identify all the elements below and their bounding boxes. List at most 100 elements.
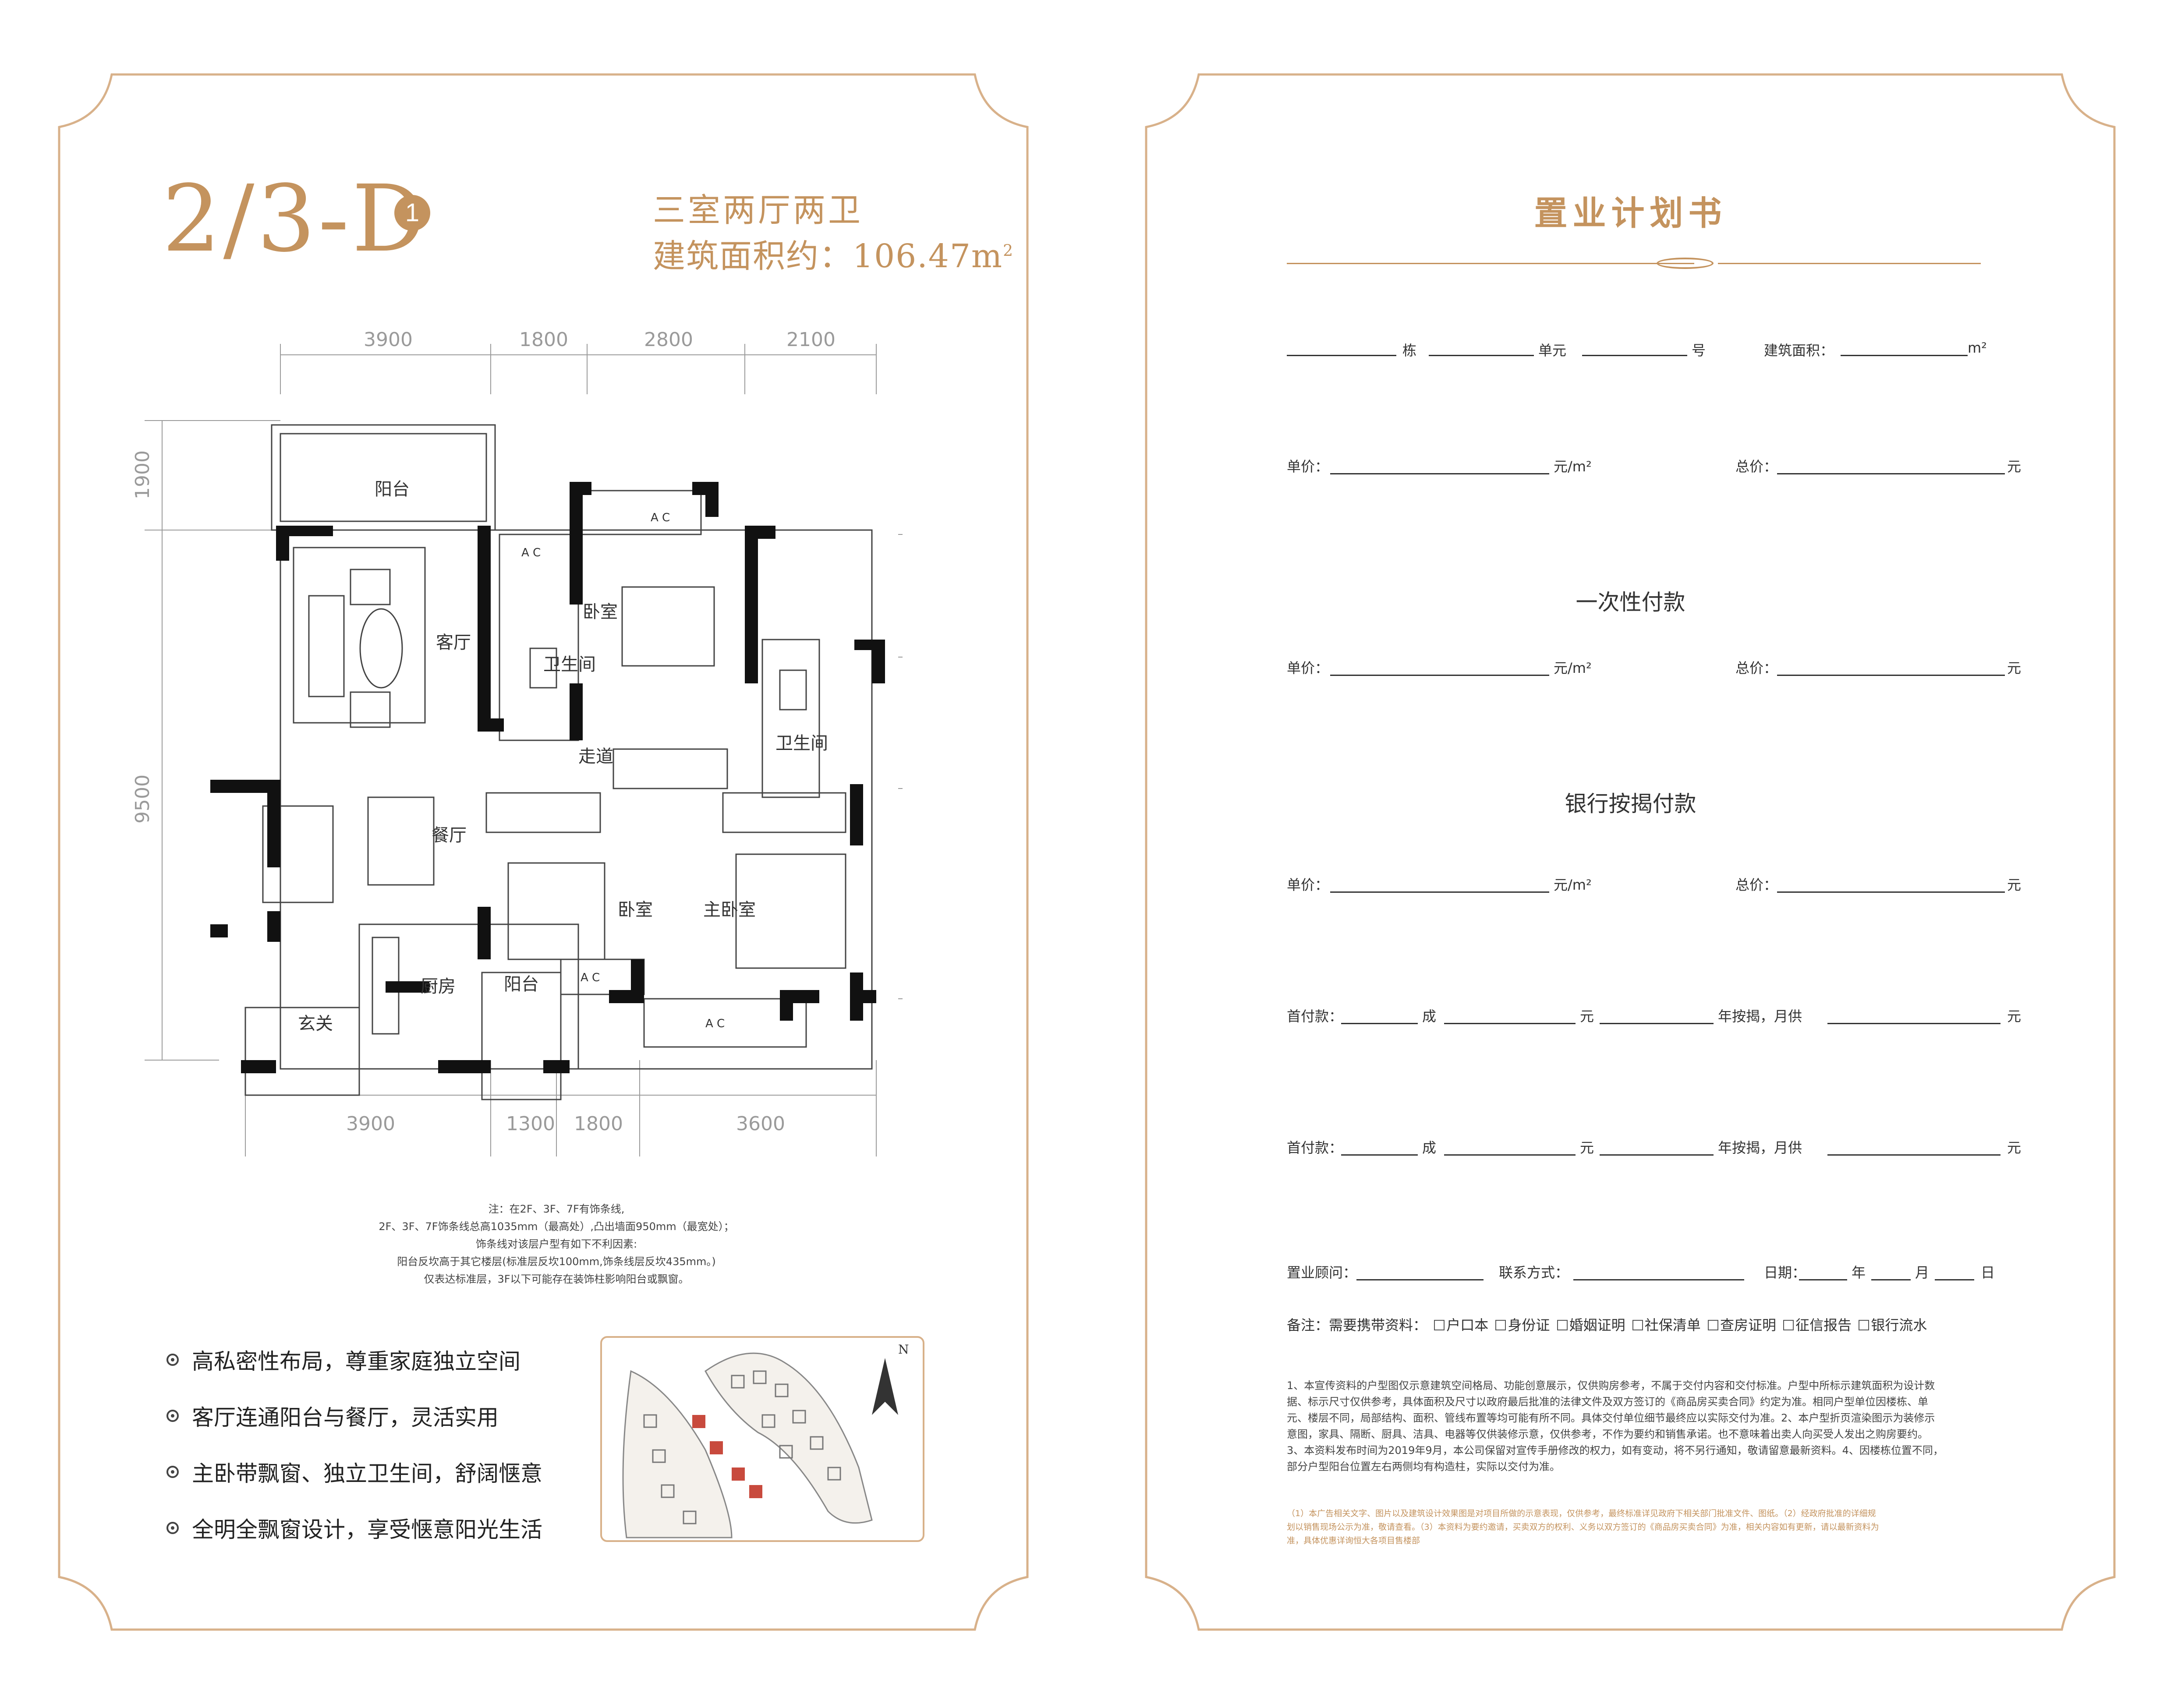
dim-top-1: 3900 [364, 329, 413, 351]
checkbox-marriage[interactable] [1557, 1320, 1568, 1330]
room-bedroom-b: 卧室 [618, 900, 653, 920]
monthly-field[interactable] [1827, 1154, 2001, 1156]
dim-bottom-2: 1300 [506, 1113, 555, 1135]
down-amount-field[interactable] [1444, 1154, 1576, 1156]
room-bedroom-a: 卧室 [583, 602, 618, 622]
dim-top-4: 2100 [786, 329, 836, 351]
contact-field[interactable] [1573, 1279, 1744, 1280]
ornament-icon [1657, 258, 1714, 269]
title-divider [1718, 263, 1981, 264]
fineprint: （1）本广告相关文字、图片以及建筑设计效果图是对项目所做的示意表现，仅供参考，最… [1287, 1509, 1879, 1545]
checkbox-credit-report[interactable] [1783, 1320, 1794, 1330]
plan-outlines [244, 424, 873, 1100]
title-divider [1287, 263, 1694, 264]
total-unit: 元 [2007, 458, 2022, 475]
price-unit: 元/m² [1554, 660, 1592, 676]
plan-title: 置业计划书 [1534, 194, 1727, 233]
room-balcony-top: 阳台 [375, 479, 410, 499]
remarks-label: 备注：需要携带资料： [1287, 1317, 1427, 1333]
total-field[interactable] [1777, 675, 2005, 676]
price-label: 单价： [1287, 877, 1329, 893]
purchase-plan-page: 置业计划书 栋 单元 号 建筑面积： m² 单价： 元/m² 总价： 元 一次性… [1087, 0, 2174, 1708]
dimension-lines [145, 344, 903, 1156]
down-payment-label: 首付款： [1287, 1139, 1343, 1156]
feature-item: 全明全飘窗设计，享受惬意阳光生活 [166, 1500, 542, 1556]
price-unit: 元/m² [1554, 458, 1592, 475]
total-field[interactable] [1777, 473, 2005, 474]
bullet-icon [166, 1522, 179, 1534]
bullet-icon [166, 1410, 179, 1422]
down-payment-field[interactable] [1341, 1023, 1418, 1024]
remarks-row: 备注：需要携带资料： 户口本 身份证 婚姻证明 社保清单 查房证明 征信报告 银… [1287, 1317, 1927, 1333]
price-field[interactable] [1330, 473, 1549, 474]
mortgage-years-field[interactable] [1600, 1023, 1714, 1024]
bullet-icon [166, 1354, 179, 1366]
note-line: 饰条线对该层户型有如下不利因素: [475, 1238, 637, 1250]
room-living: 客厅 [436, 633, 471, 653]
contact-label: 联系方式： [1499, 1264, 1569, 1281]
dim-bottom-1: 3900 [346, 1113, 395, 1135]
cheng-label: 成 [1422, 1008, 1437, 1025]
north-arrow-icon [872, 1358, 898, 1415]
checkbox-hukou[interactable] [1434, 1320, 1445, 1330]
dim-left-1: 1900 [131, 450, 154, 499]
room-balcony-small: 阳台 [504, 974, 539, 994]
price-field[interactable] [1330, 891, 1549, 893]
area-label: 建筑面积： [1764, 342, 1834, 359]
feature-list: 高私密性布局，尊重家庭独立空间 客厅连通阳台与餐厅，灵活实用 主卧带飘窗、独立卫… [166, 1332, 542, 1556]
decorative-frame [58, 73, 1029, 1631]
area-unit: m² [1968, 339, 1987, 356]
consultant-label: 置业顾问： [1287, 1264, 1357, 1281]
checkbox-id-card[interactable] [1495, 1320, 1506, 1330]
bullet-icon [166, 1466, 179, 1478]
down-payment-field[interactable] [1341, 1154, 1418, 1156]
unit-label: 单元 [1538, 342, 1567, 359]
price-unit: 元/m² [1554, 877, 1592, 893]
total-label: 总价： [1735, 660, 1778, 676]
down-payment-label: 首付款： [1287, 1008, 1343, 1025]
ac-unit-2: A C [521, 546, 541, 559]
feature-item: 高私密性布局，尊重家庭独立空间 [166, 1332, 542, 1388]
note-line: 仅表达标准层，3F以下可能存在装饰柱影响阳台或飘窗。 [424, 1273, 689, 1285]
room-bath-b: 卫生间 [775, 733, 828, 753]
unit-field[interactable] [1429, 355, 1534, 356]
month-label: 月 [1915, 1264, 1930, 1281]
note-line: 阳台反坎高于其它楼层(标准层反坎100mm,饰条线层反坎435mm。) [397, 1255, 716, 1268]
price-label: 单价： [1287, 660, 1329, 676]
total-label: 总价： [1735, 877, 1778, 893]
total-field[interactable] [1777, 891, 2005, 893]
unit-badge: 1 [394, 195, 430, 231]
year-field[interactable] [1799, 1279, 1847, 1280]
note-line: 2F、3F、7F饰条线总高1035mm（最高处）,凸出墙面950mm（最宽处）； [379, 1220, 734, 1233]
decorative-frame [1145, 73, 2116, 1631]
cheng-label: 成 [1422, 1139, 1437, 1156]
number-label: 号 [1692, 342, 1706, 359]
price-field[interactable] [1330, 675, 1549, 676]
yuan-label: 元 [2007, 1139, 2022, 1156]
checkbox-social-security[interactable] [1632, 1320, 1643, 1330]
mortgage-label: 年按揭，月供 [1718, 1139, 1802, 1156]
consultant-field[interactable] [1356, 1279, 1484, 1280]
total-unit: 元 [2007, 660, 2022, 676]
walls [210, 482, 885, 1073]
day-field[interactable] [1935, 1279, 1974, 1280]
price-label: 单价： [1287, 458, 1329, 475]
total-unit: 元 [2007, 877, 2022, 893]
room-kitchen: 厨房 [421, 976, 456, 997]
dim-left-2: 9500 [131, 774, 154, 824]
down-amount-field[interactable] [1444, 1023, 1576, 1024]
dim-bottom-3: 1800 [574, 1113, 623, 1135]
site-map: N [600, 1336, 924, 1542]
yuan-label: 元 [1580, 1139, 1594, 1156]
month-field[interactable] [1871, 1279, 1911, 1280]
checkbox-bank-statement[interactable] [1859, 1320, 1869, 1330]
checkbox-property-check[interactable] [1707, 1320, 1718, 1330]
ac-unit-4: A C [705, 1017, 725, 1030]
monthly-field[interactable] [1827, 1023, 2001, 1024]
date-label: 日期： [1764, 1264, 1806, 1281]
area-field[interactable] [1841, 355, 1968, 356]
dim-top-2: 1800 [519, 329, 568, 351]
mortgage-years-field[interactable] [1600, 1154, 1714, 1156]
building-field[interactable] [1287, 355, 1396, 356]
number-field[interactable] [1582, 355, 1687, 356]
